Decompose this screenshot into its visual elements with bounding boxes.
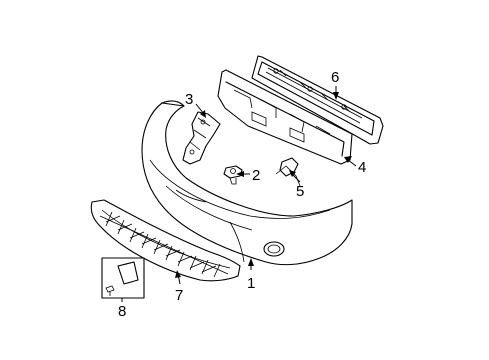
- callout-5: 5: [296, 183, 304, 200]
- callout-1: 1: [247, 275, 255, 292]
- leader-lines: [121, 86, 357, 302]
- callout-6: 6: [331, 69, 339, 86]
- part-1-bumper-cover: [141, 100, 353, 266]
- part-6-reinforcement-bar: [251, 55, 384, 145]
- part-4-energy-absorber: [217, 69, 353, 165]
- part-7-lower-grille: [90, 199, 241, 282]
- callout-4: 4: [358, 159, 366, 176]
- part-5-bracket: [275, 157, 301, 187]
- part-8-emblem-box: [101, 257, 145, 299]
- grille-mesh: [105, 211, 221, 278]
- part-3-bumper-bracket: [182, 111, 221, 165]
- callout-8: 8: [118, 303, 126, 320]
- part-2-clip: [223, 165, 243, 185]
- callout-7: 7: [175, 287, 183, 304]
- callout-2: 2: [252, 167, 260, 184]
- callout-3: 3: [185, 91, 193, 108]
